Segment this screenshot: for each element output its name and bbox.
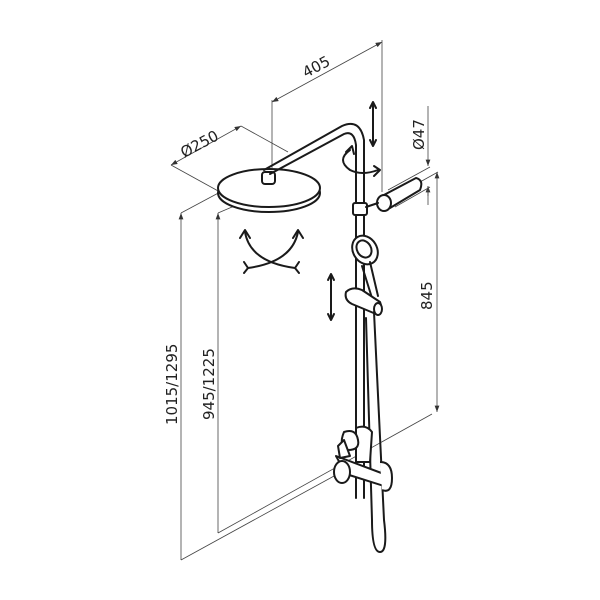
hand-shower — [351, 234, 379, 299]
label-head-height: 945/1225 — [200, 348, 218, 420]
rain-shower-head — [217, 168, 321, 213]
swivel-arrows-icon — [239, 229, 304, 274]
wall-bracket — [352, 177, 423, 216]
dimension-head-height: 945/1225 — [200, 189, 433, 534]
label-rail-height: 845 — [418, 281, 436, 310]
dimension-rail-height: 845 — [418, 171, 440, 412]
shower-hose — [365, 311, 387, 553]
rotate-arrow-icon — [342, 145, 381, 177]
dimension-bracket-diameter: Ø47 — [387, 106, 431, 208]
vertical-adjust-arrow-icon — [369, 101, 377, 147]
shower-arm — [263, 122, 365, 499]
bath-mixer — [333, 425, 393, 492]
label-bracket-diameter: Ø47 — [410, 119, 428, 150]
slide-holder — [344, 287, 383, 316]
label-head-diameter: Ø250 — [177, 127, 221, 162]
label-total-height: 1015/1295 — [163, 344, 181, 425]
label-arm-length: 405 — [299, 52, 333, 81]
dimension-total-height: 1015/1295 — [163, 189, 346, 561]
slide-adjust-arrow-icon — [327, 273, 335, 321]
dimension-arm-length: 405 — [271, 40, 383, 192]
